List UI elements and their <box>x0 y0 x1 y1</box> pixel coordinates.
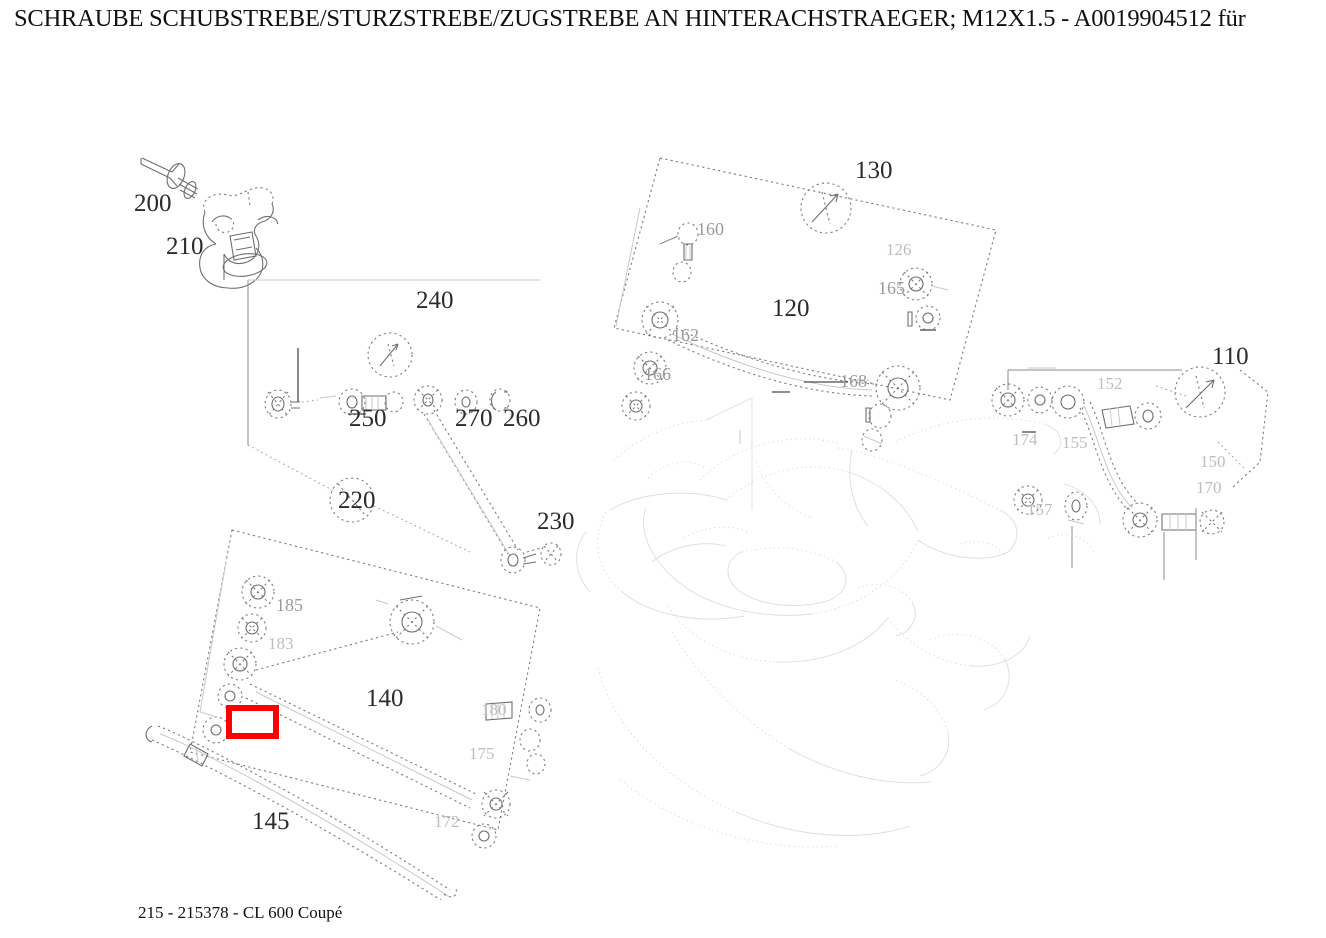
panel-frame-upper-left <box>247 279 540 493</box>
diagram-svg: .ln { fill:none; stroke:#6f6f6f; stroke-… <box>140 157 1269 900</box>
rear-axle-carrier-ghost <box>576 397 1101 848</box>
panel-frame-upper-right <box>613 157 997 401</box>
panel-frame-lower-left <box>189 529 541 831</box>
callout-circle-110 <box>1174 366 1226 418</box>
hardware-row-250-270-260 <box>264 385 511 419</box>
part-group-200-210 <box>140 157 279 289</box>
control-arm-110-group <box>991 367 1269 580</box>
strut-230 <box>423 409 562 574</box>
callout-circle-240 <box>367 332 413 378</box>
tie-rod-145 <box>145 725 457 900</box>
diagram-caption: 215 - 215378 - CL 600 Coupé <box>138 903 343 922</box>
page-title: SCHRAUBE SCHUBSTREBE/STURZSTREBE/ZUGSTRE… <box>14 5 1246 32</box>
callout-circle-220 <box>329 477 471 553</box>
control-arm-120 <box>621 222 949 452</box>
callout-circle-130 <box>800 182 852 234</box>
control-arm-140 <box>202 575 552 849</box>
exploded-parts-drawing: .ln { fill:none; stroke:#6f6f6f; stroke-… <box>0 40 1326 900</box>
selected-part-highlight-box[interactable] <box>226 705 279 739</box>
